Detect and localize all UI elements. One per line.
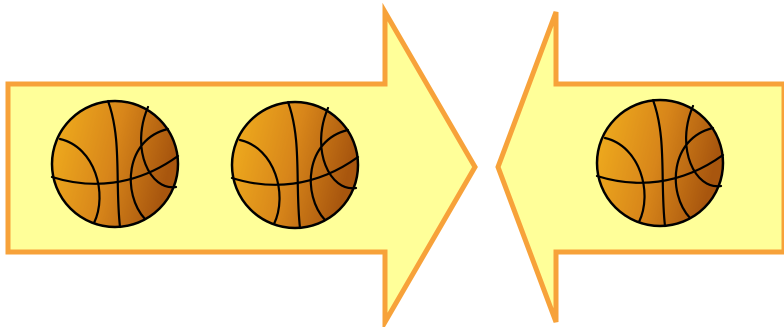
basketball-icon xyxy=(597,100,723,226)
basketball-icon xyxy=(52,101,178,227)
basketball-icon xyxy=(232,102,358,228)
